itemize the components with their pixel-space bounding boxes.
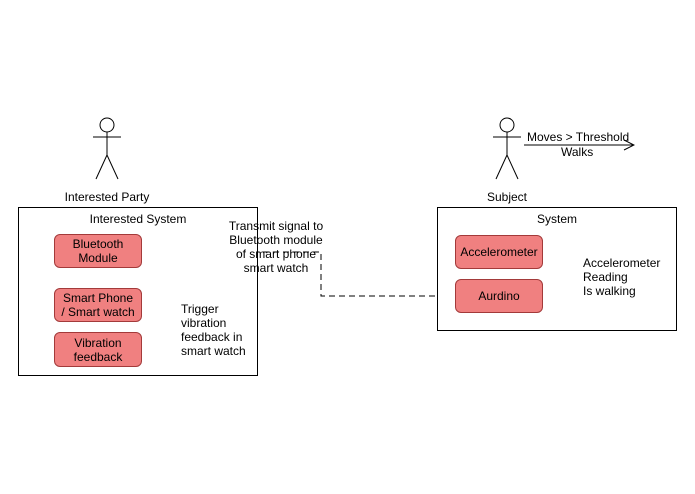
smartphone-node[interactable]: Smart Phone / Smart watch (54, 288, 142, 322)
subject-label: Subject (486, 190, 528, 204)
vibration-feedback-node[interactable]: Vibration feedback (54, 332, 142, 367)
walks-label: Walks (561, 145, 594, 159)
system-title: System (536, 212, 577, 226)
accelerometer-label: Accelerometer (460, 245, 538, 259)
bluetooth-module-node[interactable]: Bluetooth Module (54, 234, 142, 268)
accel-reading-label: Accelerometer Reading Is walking (583, 256, 661, 298)
aurdino-label: Aurdino (478, 289, 520, 303)
transmit-label: Transmit signal to Bluetooth module of s… (228, 219, 324, 275)
bluetooth-module-label: Bluetooth Module (72, 237, 124, 265)
moves-threshold-label: Moves > Threshold (527, 130, 630, 144)
interested-party-label: Interested Party (64, 190, 150, 204)
interested-system-title: Interested System (89, 212, 187, 226)
accelerometer-node[interactable]: Accelerometer (455, 235, 543, 269)
smartphone-label: Smart Phone / Smart watch (61, 291, 135, 319)
vibration-feedback-label: Vibration feedback (73, 335, 123, 364)
aurdino-node[interactable]: Aurdino (455, 279, 543, 313)
trigger-label: Trigger vibration feedback in smart watc… (181, 302, 246, 358)
interested-party-figure (93, 117, 121, 180)
subject-figure (493, 117, 521, 180)
